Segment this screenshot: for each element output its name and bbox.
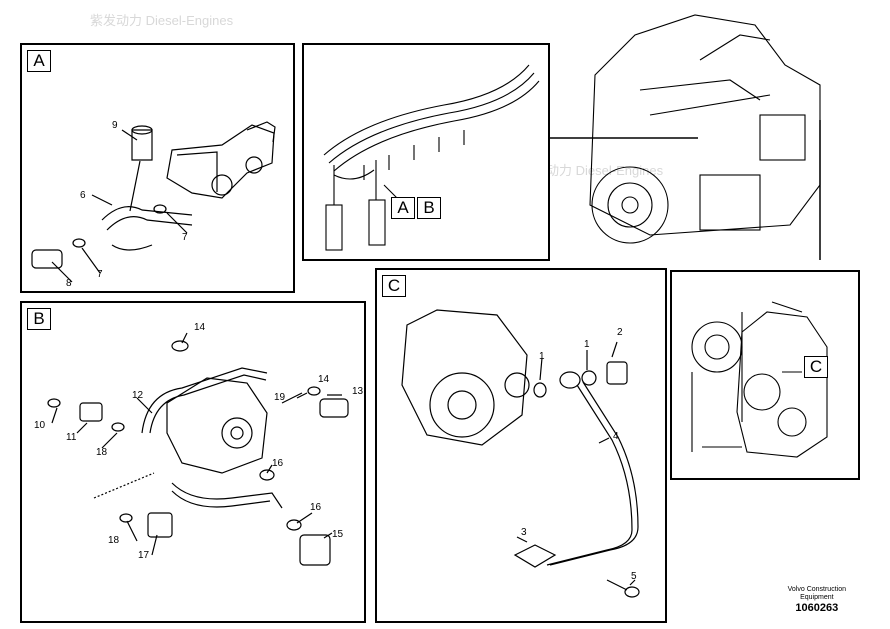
callout-15: 15 bbox=[332, 529, 344, 540]
panel-c-drawing bbox=[401, 309, 640, 598]
callout-7: 7 bbox=[97, 269, 103, 280]
callout-1: 1 bbox=[539, 351, 545, 362]
callout-12: 12 bbox=[132, 390, 144, 401]
callout-14: 14 bbox=[318, 374, 330, 385]
callout-6: 6 bbox=[80, 190, 86, 201]
callout-18: 18 bbox=[108, 535, 120, 546]
panel-b-label: B bbox=[27, 308, 51, 330]
callout-10: 10 bbox=[34, 420, 46, 431]
detail-panel-c: C 2 1 1 4 3 5 bbox=[375, 268, 667, 623]
callout-13: 13 bbox=[352, 386, 364, 397]
callout-11: 11 bbox=[66, 432, 77, 443]
callout-16: 16 bbox=[310, 502, 322, 513]
footer-line2: Equipment bbox=[800, 594, 834, 601]
callout-19: 19 bbox=[274, 392, 286, 403]
detail-panel-b: B 14 12 13 14 19 10 11 bbox=[20, 301, 366, 623]
panel-c-label: C bbox=[382, 275, 406, 297]
panel-a-drawing bbox=[31, 121, 276, 283]
rail-label-a: A bbox=[391, 197, 415, 219]
callout-9: 9 bbox=[112, 120, 118, 131]
callout-8: 8 bbox=[66, 278, 72, 289]
rail-label-b: B bbox=[417, 197, 441, 219]
side-panel-label: C bbox=[804, 356, 828, 378]
callout-5: 5 bbox=[631, 571, 637, 582]
callout-3: 3 bbox=[521, 527, 527, 538]
footer-block: Volvo Construction Equipment 1060263 bbox=[788, 586, 846, 614]
engine-side-panel: C bbox=[670, 270, 860, 480]
callout-18: 18 bbox=[96, 447, 108, 458]
callout-16: 16 bbox=[272, 458, 284, 469]
injector-rail-panel: A B bbox=[302, 43, 550, 261]
callout-17: 17 bbox=[138, 550, 150, 561]
detail-panel-a: A 9 6 7 7 8 bbox=[20, 43, 295, 293]
panel-a-label: A bbox=[27, 50, 51, 72]
callout-4: 4 bbox=[613, 431, 619, 442]
callout-7: 7 bbox=[182, 232, 188, 243]
callout-14: 14 bbox=[194, 322, 206, 333]
callout-1: 1 bbox=[584, 339, 590, 350]
footer-line1: Volvo Construction bbox=[787, 586, 846, 593]
footer-code: 1060263 bbox=[795, 602, 839, 614]
engine-side-drawing bbox=[691, 301, 828, 458]
injector-rail-drawing bbox=[323, 64, 540, 251]
callout-2: 2 bbox=[617, 327, 623, 338]
panel-b-drawing bbox=[47, 332, 349, 566]
